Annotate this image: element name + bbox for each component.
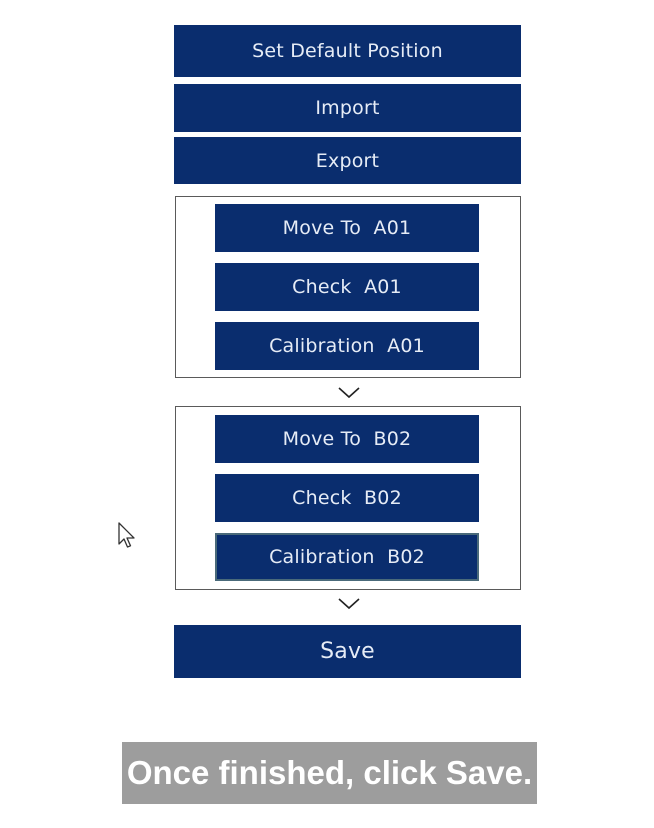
export-button[interactable]: Export (174, 137, 521, 184)
chevron-down-icon[interactable] (337, 597, 361, 611)
save-button[interactable]: Save (174, 625, 521, 678)
instruction-caption: Once finished, click Save. (122, 742, 537, 804)
calibration-b02-button[interactable]: Calibration B02 (215, 533, 479, 581)
check-a01-button[interactable]: Check A01 (215, 263, 479, 311)
set-default-position-button[interactable]: Set Default Position (174, 25, 521, 77)
mouse-cursor-icon (118, 522, 135, 548)
move-to-a01-button[interactable]: Move To A01 (215, 204, 479, 252)
calibration-a01-button[interactable]: Calibration A01 (215, 322, 479, 370)
import-button[interactable]: Import (174, 84, 521, 132)
check-b02-button[interactable]: Check B02 (215, 474, 479, 522)
chevron-down-icon[interactable] (337, 386, 361, 400)
move-to-b02-button[interactable]: Move To B02 (215, 415, 479, 463)
